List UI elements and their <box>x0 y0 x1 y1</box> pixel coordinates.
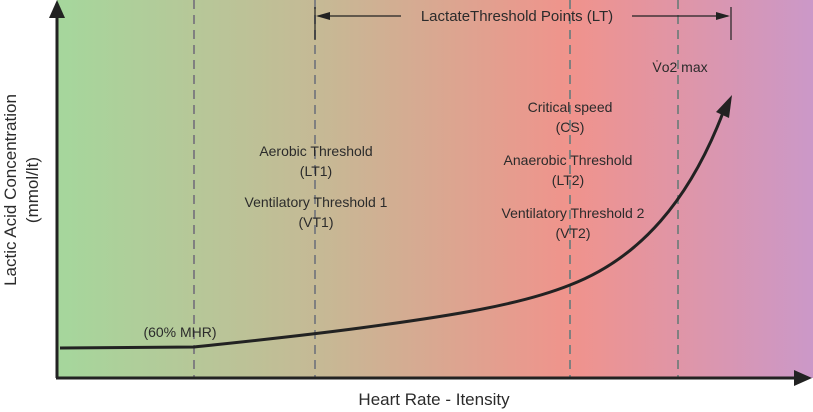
cs-title: Critical speed <box>527 99 613 115</box>
lt1-code: (LT1) <box>299 163 333 179</box>
mhr-label: (60% MHR) <box>143 324 217 340</box>
vt1-title: Ventilatory Threshold 1 <box>244 194 388 210</box>
lt2-title: Anaerobic Threshold <box>503 152 633 168</box>
intensity-gradient-background <box>57 0 813 378</box>
vt1-label: Ventilatory Threshold 1 (VT1) <box>245 192 388 232</box>
range-arrow-left-icon <box>316 12 330 20</box>
cs-code: (CS) <box>555 119 585 135</box>
lt1-label: Aerobic Threshold (LT1) <box>259 141 372 181</box>
vo2max-label: V̇o2 max <box>652 59 708 75</box>
y-axis-label-line2: (mmol/lt) <box>23 156 42 224</box>
y-axis-label-line1: Lactic Acid Concentration <box>1 94 20 286</box>
lt2-code: (LT2) <box>551 172 585 188</box>
x-axis-arrow-icon <box>794 370 812 386</box>
lt1-title: Aerobic Threshold <box>259 143 373 159</box>
y-axis-arrow-icon <box>49 0 65 18</box>
y-axis-label: Lactic Acid Concentration (mmol/lt) <box>0 94 44 286</box>
cs-label: Critical speed (CS) <box>528 97 613 137</box>
vt1-code: (VT1) <box>298 214 334 230</box>
range-arrow-right-icon <box>716 12 730 20</box>
curve-arrow-icon <box>716 95 732 118</box>
vt2-label: Ventilatory Threshold 2 (VT2) <box>502 203 645 243</box>
lt-range-bracket <box>314 7 732 40</box>
x-axis-label: Heart Rate - Itensity <box>358 390 510 409</box>
vt2-title: Ventilatory Threshold 2 <box>501 205 645 221</box>
lt-range-label: LactateThreshold Points (LT) <box>420 8 614 25</box>
lt2-label: Anaerobic Threshold (LT2) <box>504 150 633 190</box>
lactate-curve <box>59 109 726 350</box>
vt2-code: (VT2) <box>555 225 591 241</box>
